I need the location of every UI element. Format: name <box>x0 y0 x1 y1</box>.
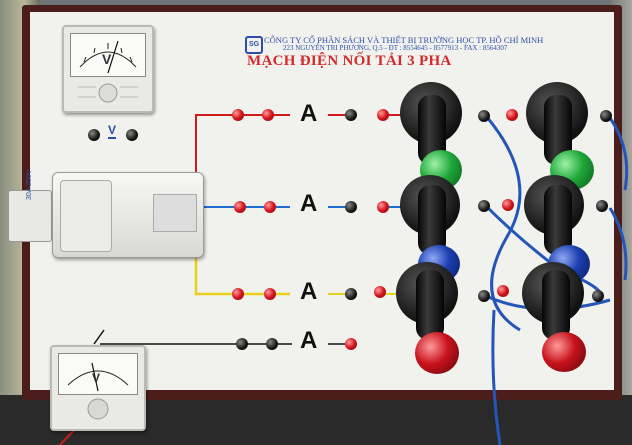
terminal-phase2-b[interactable] <box>264 201 276 213</box>
voltmeter-top-unit: V <box>102 51 112 67</box>
lamp-terminal-4[interactable] <box>478 200 490 212</box>
company-name: CÔNG TY CỔ PHẦN SÁCH VÀ THIẾT BỊ TRƯỜNG … <box>264 35 544 45</box>
voltmeter-top-scale <box>78 40 138 103</box>
company-logo: SG <box>245 36 263 54</box>
lamp-terminal-6[interactable] <box>596 200 608 212</box>
lamp-terminal-2[interactable] <box>506 109 518 121</box>
voltmeter-bottom-scale <box>67 362 129 420</box>
voltmeter-top: V <box>62 25 154 113</box>
voltage-terminal-right[interactable] <box>126 129 138 141</box>
lamp-terminal-5[interactable] <box>502 199 514 211</box>
terminal-phase2-d[interactable] <box>377 201 389 213</box>
terminal-neutral-c[interactable] <box>345 338 357 350</box>
lamp-terminal-3[interactable] <box>600 110 612 122</box>
voltage-terminal-left[interactable] <box>88 129 100 141</box>
ammeter-label-4: A <box>300 327 318 354</box>
terminal-phase3-b[interactable] <box>264 288 276 300</box>
voltmeter-bottom-needle <box>91 362 99 392</box>
terminal-phase3-d[interactable] <box>374 286 386 298</box>
terminal-phase3-a[interactable] <box>232 288 244 300</box>
knife-switch[interactable]: 30A 250V <box>8 169 204 258</box>
voltmeter-bottom: V <box>50 345 146 431</box>
terminal-phase3-c[interactable] <box>345 288 357 300</box>
company-address: 223 NGUYỄN TRI PHƯƠNG, Q.5 - ĐT : 855464… <box>283 44 508 52</box>
lamp-socket-5 <box>544 185 572 255</box>
terminal-phase1-a[interactable] <box>232 109 244 121</box>
switch-rating-label: 30A 250V <box>26 169 33 200</box>
terminal-neutral-b[interactable] <box>266 338 278 350</box>
ammeter-label-3: A <box>300 278 318 305</box>
lamp-socket-3 <box>416 270 444 340</box>
lamp-terminal-7[interactable] <box>478 290 490 302</box>
terminal-phase1-b[interactable] <box>262 109 274 121</box>
ammeter-label-1: A <box>300 100 318 127</box>
terminal-phase1-c[interactable] <box>345 109 357 121</box>
ammeter-label-2: A <box>300 190 318 217</box>
voltmeter-top-needle <box>107 40 119 74</box>
lamp-terminal-8[interactable] <box>497 285 509 297</box>
lamp-terminal-1[interactable] <box>478 110 490 122</box>
terminal-phase1-d[interactable] <box>377 109 389 121</box>
red-bulb-2 <box>542 332 586 372</box>
terminal-neutral-a[interactable] <box>236 338 248 350</box>
board-title: MẠCH ĐIỆN NỐI TẢI 3 PHA <box>247 53 452 69</box>
terminal-phase2-a[interactable] <box>234 201 246 213</box>
terminal-phase2-c[interactable] <box>345 201 357 213</box>
voltmeter-bottom-unit: V <box>92 371 101 385</box>
lamp-socket-2 <box>418 185 446 255</box>
voltage-label: V <box>108 123 117 139</box>
lamp-terminal-9[interactable] <box>592 290 604 302</box>
red-bulb-1 <box>415 332 459 374</box>
lamp-socket-6 <box>542 270 570 340</box>
